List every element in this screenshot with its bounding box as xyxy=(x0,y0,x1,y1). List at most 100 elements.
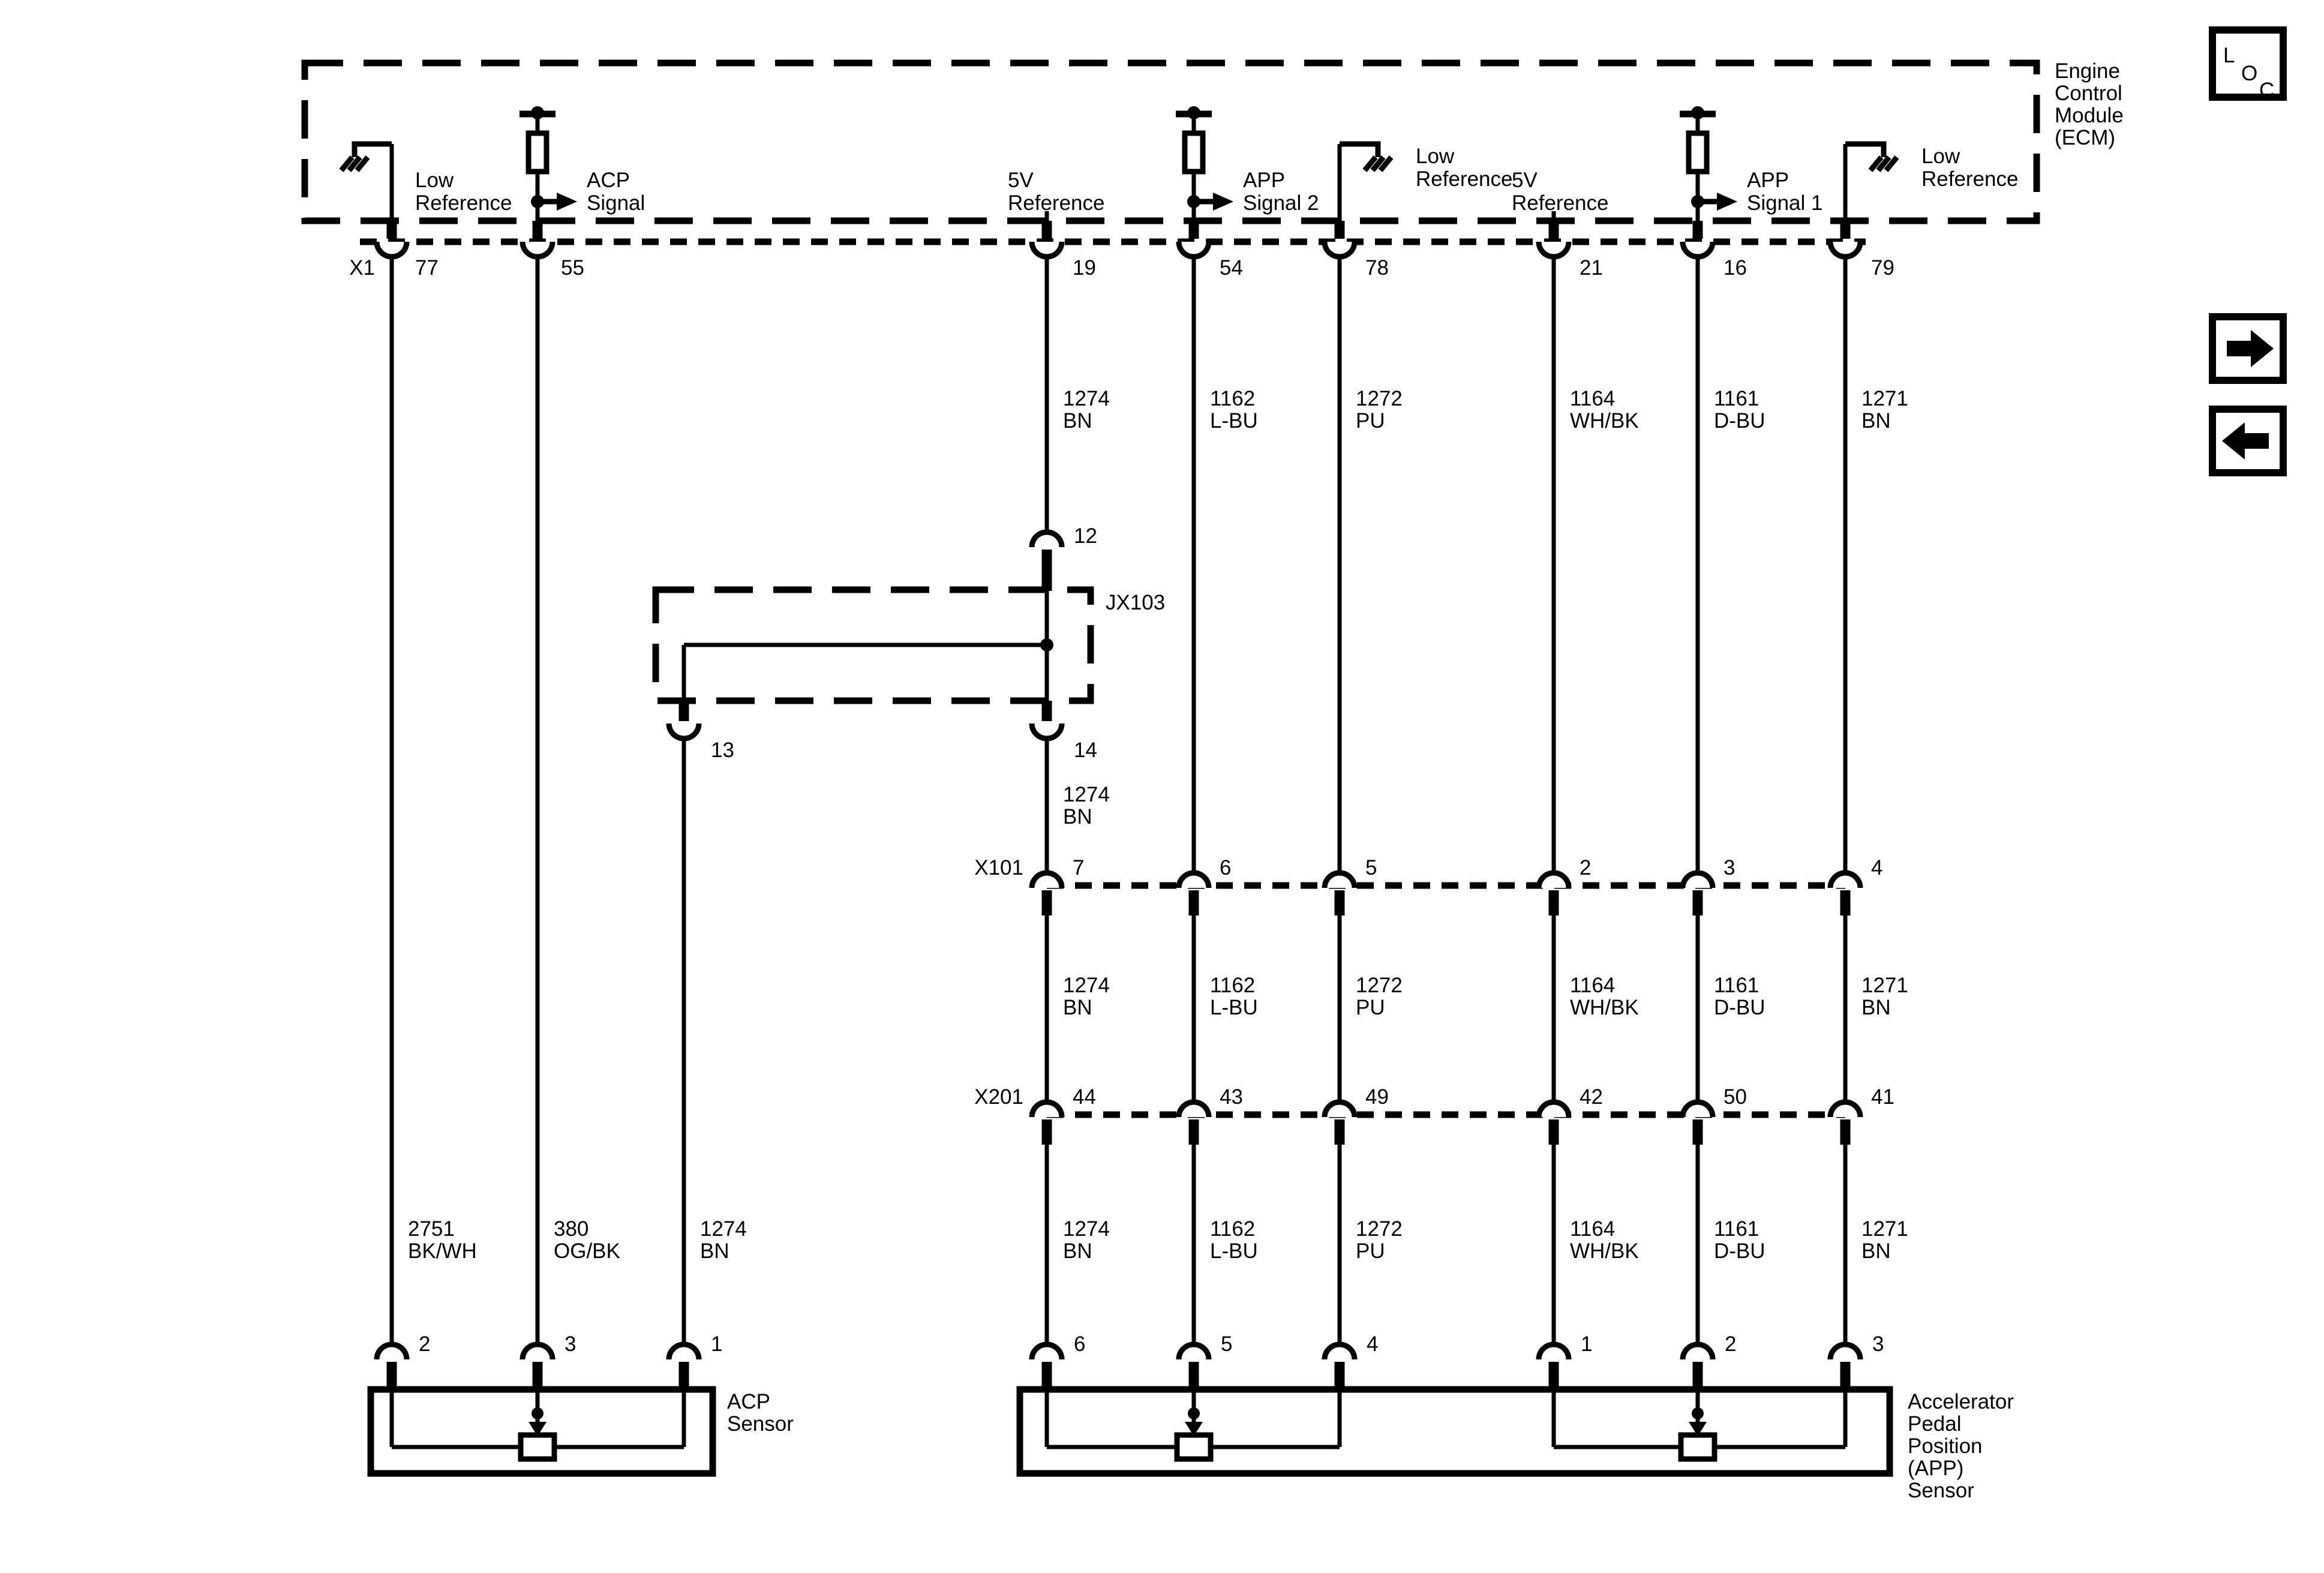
pin-number: 4 xyxy=(1367,1332,1378,1356)
wire-label: 1271 xyxy=(1861,387,1908,410)
ecm-pin-function: Low xyxy=(415,169,454,192)
pin-terminal xyxy=(1827,241,1863,260)
wire-label: 1274 xyxy=(1063,974,1110,997)
ecm-pin-function: APP xyxy=(1747,169,1789,192)
app-sensor-box: Accelerator Pedal Position (APP) Sensor xyxy=(1016,1386,2014,1502)
pin-number: 3 xyxy=(1724,856,1735,879)
ground-icon xyxy=(339,141,394,221)
wire-label: WH/BK xyxy=(1570,409,1639,433)
connector-x1: X1 77 55 19 54 78 21 16 79 xyxy=(349,221,1894,280)
pin-number: 77 xyxy=(415,256,439,280)
pin-number: 4 xyxy=(1871,856,1882,879)
ecm-title-line: Control xyxy=(2055,82,2122,105)
wire-label: L-BU xyxy=(1210,996,1258,1019)
sensor-name: (APP) xyxy=(1908,1457,1963,1480)
pin-terminal xyxy=(1322,870,1358,888)
pin-number: 6 xyxy=(1074,1332,1085,1356)
wire-label: 1164 xyxy=(1570,1217,1615,1241)
pin-number: 55 xyxy=(561,256,584,280)
wire-label: D-BU xyxy=(1714,1239,1765,1263)
resistor-icon xyxy=(1176,106,1212,221)
prev-page-button[interactable] xyxy=(2209,406,2287,476)
inline-connector-x101: X101 7 6 5 2 3 4 xyxy=(974,856,1882,915)
pin-terminal xyxy=(520,1341,556,1360)
sensor-name: Pedal xyxy=(1908,1412,1962,1436)
wire-label: BN xyxy=(1063,805,1092,828)
wire-label: 1274 xyxy=(1063,1217,1110,1241)
harness-wires xyxy=(389,256,1848,1346)
ecm-pin-function: Low xyxy=(1921,145,1960,168)
wiper-arrow-icon xyxy=(1185,1389,1203,1436)
pin-terminal xyxy=(520,241,556,260)
pin-terminal xyxy=(1176,1099,1212,1118)
connector-label: X101 xyxy=(974,856,1023,879)
wire-label: PU xyxy=(1356,409,1385,433)
loc-button[interactable]: L O C xyxy=(2209,26,2287,102)
wire-label: 1272 xyxy=(1356,974,1403,997)
wire-label: 1162 xyxy=(1210,387,1255,410)
signal-arrow-icon xyxy=(1691,193,1737,211)
wire-label: 1274 xyxy=(1063,783,1110,806)
left-arrow-icon xyxy=(2222,422,2269,460)
wire-label: 1162 xyxy=(1210,1217,1255,1241)
wire-labels-row2: 1274 BN 1162 L-BU 1272 PU 1164 WH/BK 116… xyxy=(1063,974,1908,1019)
ecm-pin-function: APP xyxy=(1243,169,1285,192)
loc-letter: L xyxy=(2223,44,2235,67)
pin-terminal xyxy=(374,241,410,260)
pin-number: 79 xyxy=(1871,256,1894,280)
pin-terminal xyxy=(1536,1099,1572,1118)
wire-label: 1272 xyxy=(1356,387,1403,410)
ecm-pin-function: Low xyxy=(1416,145,1455,168)
pin-number: 78 xyxy=(1365,256,1389,280)
pin-terminal xyxy=(666,723,702,742)
wire-label: BK/WH xyxy=(408,1239,477,1263)
pin-terminal xyxy=(1827,870,1863,888)
pin-number: 2 xyxy=(419,1332,430,1356)
pin-number: 50 xyxy=(1724,1085,1747,1109)
wire-label: BN xyxy=(1063,1239,1092,1263)
pin-terminal xyxy=(1536,241,1572,260)
pin-number: 21 xyxy=(1580,256,1603,280)
connector-label: X201 xyxy=(974,1085,1023,1109)
wiper-arrow-icon xyxy=(1689,1389,1707,1436)
sensor-name: Accelerator xyxy=(1908,1390,2014,1413)
pin-terminal xyxy=(1029,870,1065,888)
wire-label: 1164 xyxy=(1570,387,1615,410)
wire-label: WH/BK xyxy=(1570,996,1639,1019)
next-page-button[interactable] xyxy=(2209,313,2287,384)
pin-number: 5 xyxy=(1221,1332,1232,1356)
pin-number: 49 xyxy=(1365,1085,1389,1109)
ecm-pin-function: Reference xyxy=(1921,167,2018,191)
pin-number: 5 xyxy=(1365,856,1377,879)
pin-terminal xyxy=(1680,1099,1716,1118)
pin-number: 2 xyxy=(1725,1332,1736,1356)
wire-label: 1161 xyxy=(1714,387,1759,410)
pin-number: 12 xyxy=(1074,524,1097,548)
pin-terminal xyxy=(1680,870,1716,888)
wire-labels-row1: 1274 BN 1162 L-BU 1272 PU 1164 WH/BK 116… xyxy=(1063,387,1908,433)
potentiometer-icon xyxy=(389,1389,686,1462)
wire-label: 1161 xyxy=(1714,974,1759,997)
ecm-pin-function: Signal 1 xyxy=(1747,191,1822,215)
inline-connector-x201: X201 44 43 49 42 50 41 xyxy=(974,1085,1894,1145)
wire-label: 1271 xyxy=(1861,1217,1908,1241)
pin-terminal xyxy=(1536,1341,1572,1360)
wire-label: 1271 xyxy=(1861,974,1908,997)
wire-label: 1164 xyxy=(1570,974,1615,997)
ecm-box: Engine Control Module (ECM) xyxy=(301,59,2124,224)
wire-label: BN xyxy=(1063,996,1092,1019)
pin-terminal xyxy=(1029,241,1065,260)
junction-box-jx103: 12 JX103 13 14 xyxy=(652,524,1165,762)
wire-label: D-BU xyxy=(1714,996,1765,1019)
pin-terminal xyxy=(1322,1099,1358,1118)
pin-number: 7 xyxy=(1073,856,1084,879)
right-arrow-icon xyxy=(2227,330,2274,367)
pin-number: 42 xyxy=(1580,1085,1603,1109)
pin-number: 16 xyxy=(1724,256,1747,280)
pin-number: 13 xyxy=(711,739,734,762)
connector-label: X1 xyxy=(349,256,375,280)
wire-label: 1274 xyxy=(1063,387,1110,410)
wire-label: PU xyxy=(1356,996,1385,1019)
wire-label: 380 xyxy=(554,1217,588,1241)
